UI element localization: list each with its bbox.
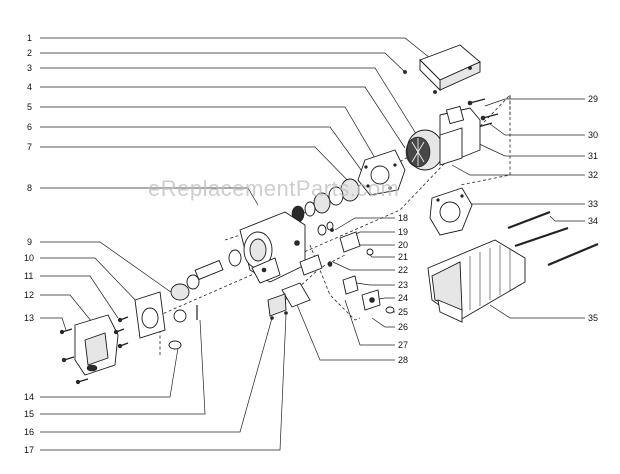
callout-33: 33 bbox=[588, 199, 598, 209]
callout-12: 12 bbox=[24, 290, 34, 300]
bracket-part bbox=[267, 254, 323, 320]
callout-1: 1 bbox=[27, 33, 32, 43]
callout-numbers: 1 2 3 4 5 6 7 8 9 10 11 12 13 14 15 16 1… bbox=[24, 33, 598, 455]
callout-5: 5 bbox=[27, 102, 32, 112]
tie-rods-part bbox=[507, 210, 599, 267]
callout-18: 18 bbox=[398, 213, 408, 223]
switch-parts bbox=[330, 228, 374, 256]
motor-assembly-part bbox=[405, 105, 481, 171]
leader-lines bbox=[40, 37, 585, 451]
callout-34: 34 bbox=[588, 216, 598, 226]
cover-shield-part bbox=[403, 44, 481, 94]
callout-20: 20 bbox=[398, 240, 408, 250]
callout-32: 32 bbox=[588, 170, 598, 180]
crank-assembly-part bbox=[170, 249, 242, 323]
callout-22: 22 bbox=[398, 265, 408, 275]
callout-26: 26 bbox=[398, 322, 408, 332]
screws-top-right-part bbox=[467, 98, 499, 130]
callout-11: 11 bbox=[24, 271, 33, 281]
callout-21: 21 bbox=[398, 252, 408, 262]
callout-23: 23 bbox=[398, 280, 408, 290]
gear-housing-part bbox=[239, 211, 306, 284]
callout-31: 31 bbox=[588, 151, 598, 161]
callout-8: 8 bbox=[27, 183, 32, 193]
callout-10: 10 bbox=[24, 253, 34, 263]
callout-27: 27 bbox=[398, 340, 408, 350]
screws-left-part bbox=[59, 316, 129, 385]
callout-6: 6 bbox=[27, 122, 32, 132]
callout-2: 2 bbox=[27, 48, 32, 58]
callout-9: 9 bbox=[27, 237, 32, 247]
end-plate-part bbox=[429, 187, 473, 236]
callout-35: 35 bbox=[588, 313, 598, 323]
callout-19: 19 bbox=[398, 227, 408, 237]
callout-16: 16 bbox=[24, 427, 34, 437]
callout-30: 30 bbox=[588, 130, 598, 140]
callout-24: 24 bbox=[398, 293, 408, 303]
watermark-text: eReplacementParts.com bbox=[148, 176, 399, 201]
pump-body-part bbox=[134, 291, 182, 350]
front-cover-plate-part bbox=[74, 314, 119, 376]
motor-shroud-part bbox=[427, 239, 526, 323]
callout-28: 28 bbox=[398, 355, 408, 365]
callout-15: 15 bbox=[24, 409, 34, 419]
callout-7: 7 bbox=[27, 142, 32, 152]
callout-13: 13 bbox=[24, 313, 34, 323]
callout-29: 29 bbox=[588, 94, 598, 104]
gasket-plate-part bbox=[357, 149, 406, 196]
callout-4: 4 bbox=[27, 82, 32, 92]
callout-3: 3 bbox=[27, 63, 32, 73]
pressure-control-parts bbox=[327, 261, 395, 314]
callout-17: 17 bbox=[24, 445, 34, 455]
callout-25: 25 bbox=[398, 307, 408, 317]
callout-14: 14 bbox=[24, 392, 34, 402]
